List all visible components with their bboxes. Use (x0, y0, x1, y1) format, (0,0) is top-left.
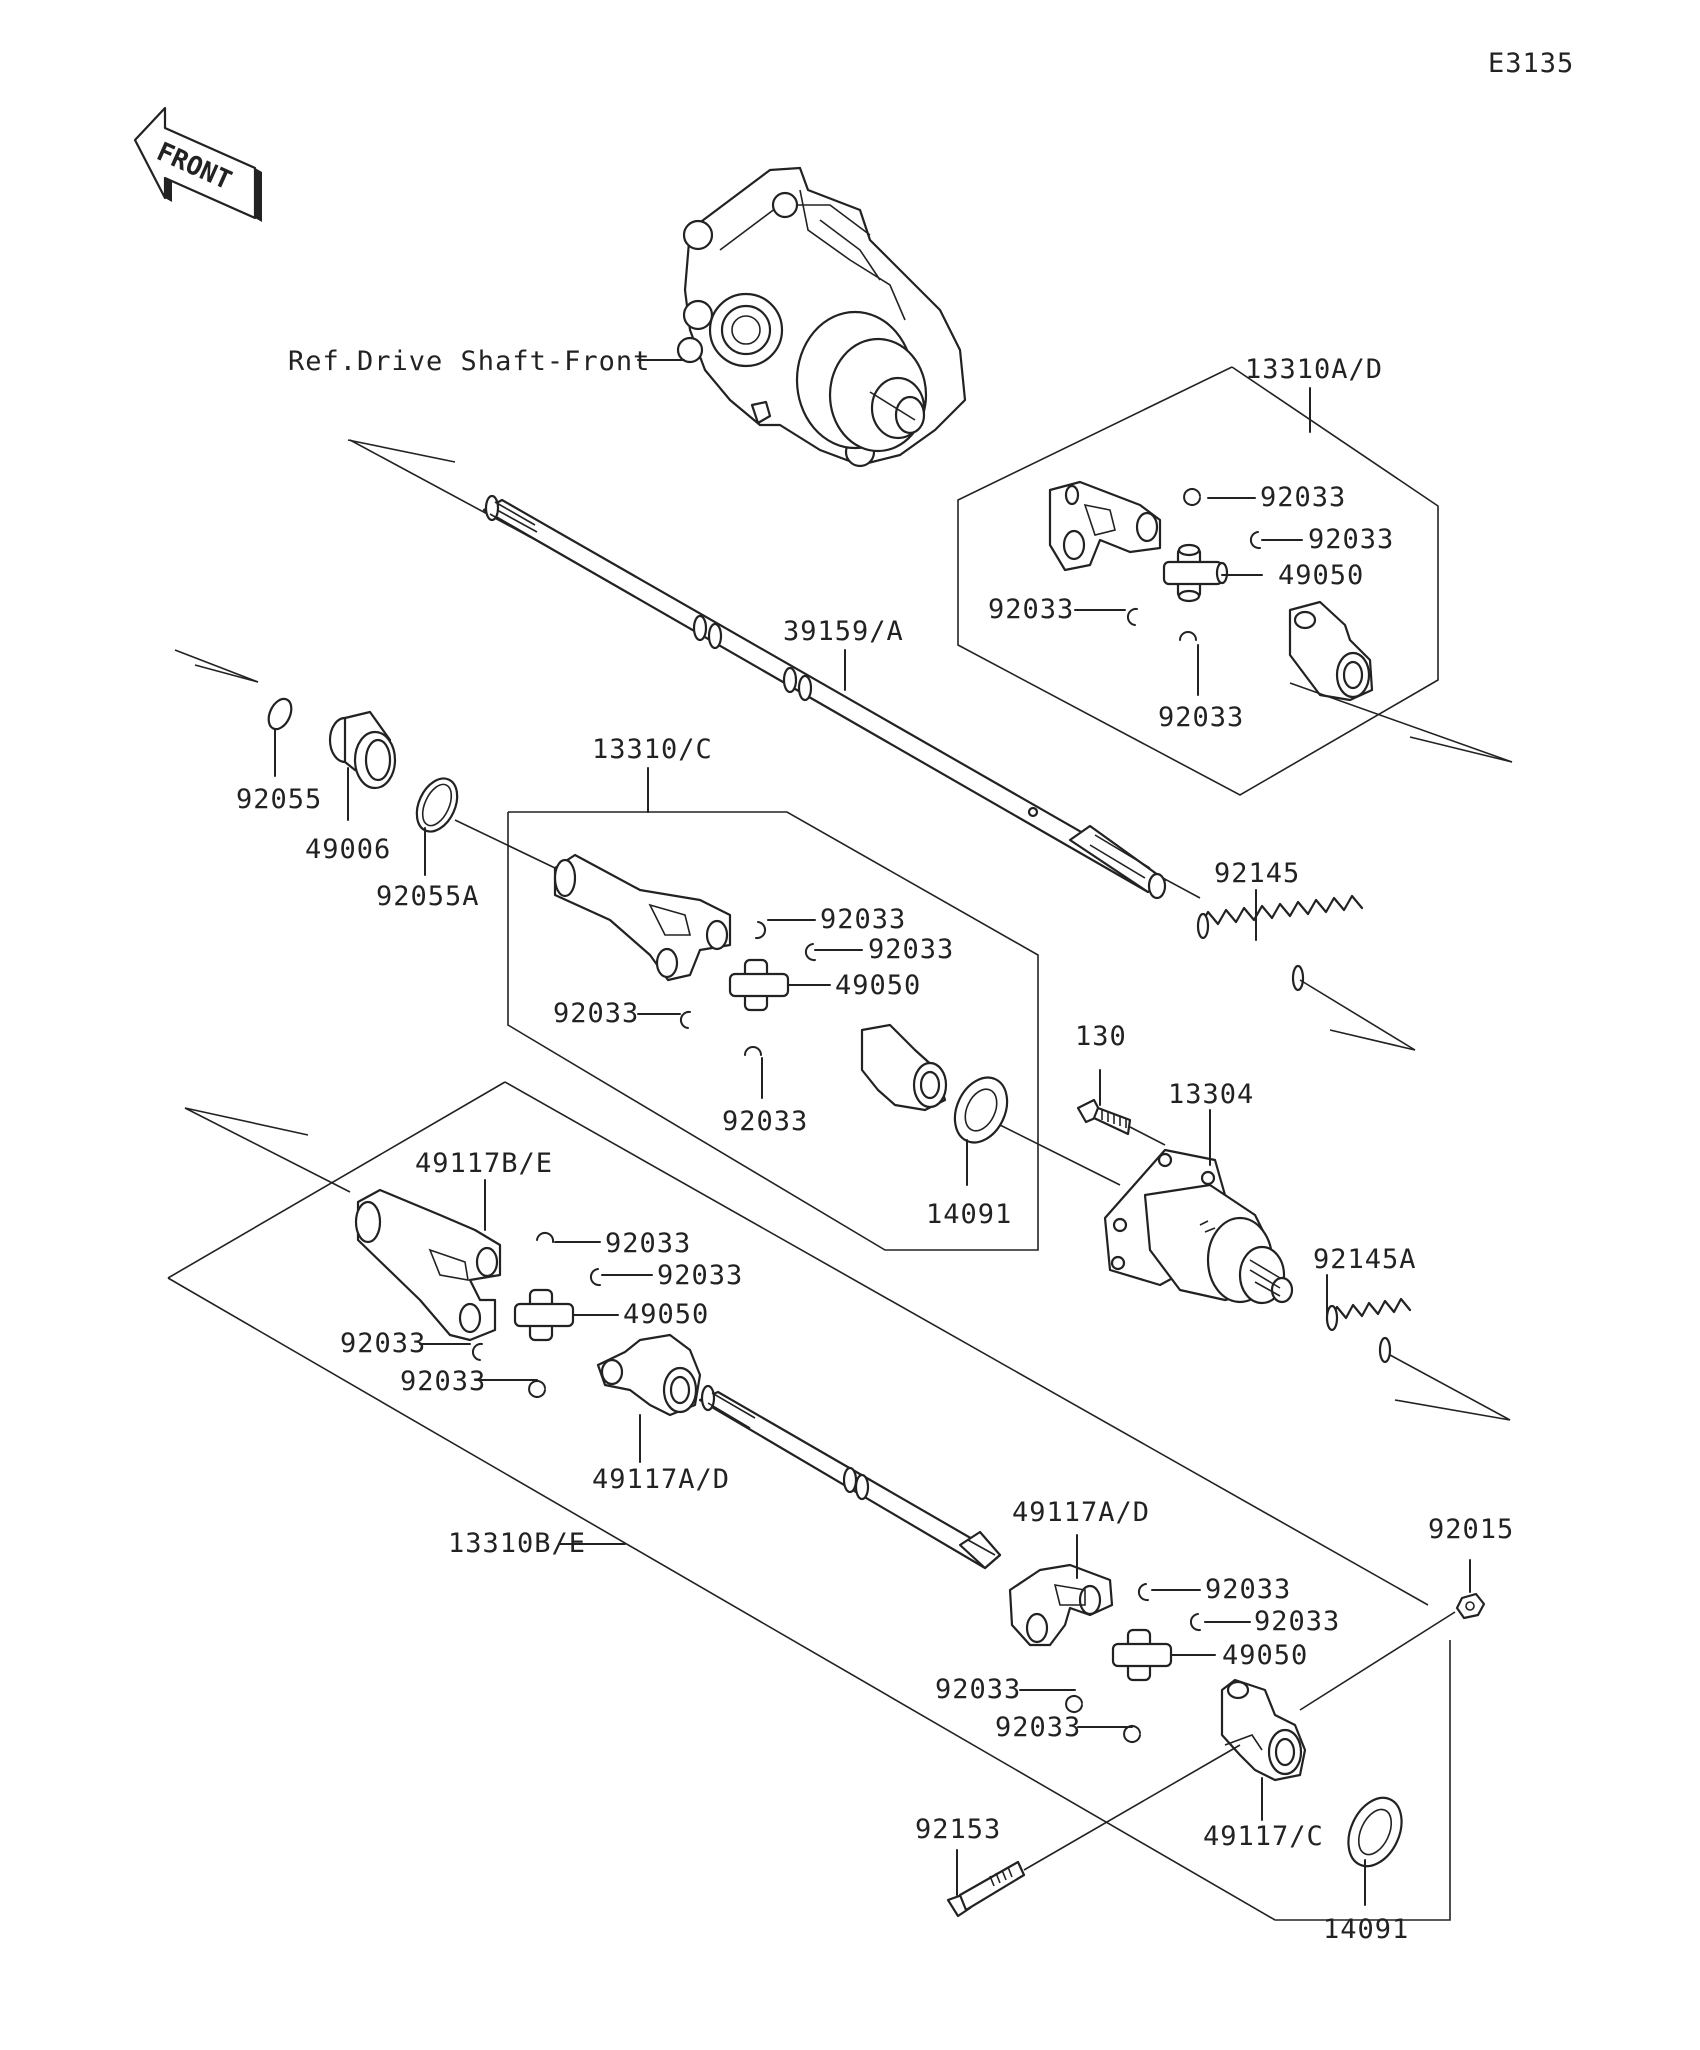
front-arrow-icon: FRONT (133, 106, 262, 222)
callout-92033-d2: 92033 (1254, 1606, 1340, 1637)
callout-92033-a4: 92033 (1158, 702, 1244, 733)
callout-92033-b3: 92033 (340, 1328, 426, 1359)
callout-92033-d4: 92033 (995, 1712, 1081, 1743)
callout-92153: 92153 (915, 1814, 1001, 1845)
bolt-92153 (946, 1860, 1026, 1918)
middle-yoke-right (860, 1023, 948, 1112)
diagram-id: E3135 (1488, 48, 1574, 79)
callout-13310b-e: 13310B/E (448, 1528, 586, 1559)
callout-13310a-d: 13310A/D (1245, 354, 1383, 385)
upper-yoke-right (1288, 600, 1374, 702)
bolt-130 (1076, 1098, 1132, 1136)
lower-yoke-49117be (354, 1188, 502, 1342)
callout-92015: 92015 (1428, 1514, 1514, 1545)
callout-92033-c3: 92033 (553, 998, 639, 1029)
callout-92033-d1: 92033 (1205, 1574, 1291, 1605)
middle-yoke-left (553, 853, 732, 982)
lower-yoke-49117ad-2 (1008, 1563, 1114, 1647)
callout-49117a-d-2: 49117A/D (1012, 1497, 1150, 1528)
spring-92145a (1325, 1297, 1412, 1364)
callout-92033-c2: 92033 (868, 934, 954, 965)
nut-92015 (1455, 1592, 1486, 1620)
spring-92145 (1196, 894, 1364, 992)
callout-92033-c1: 92033 (820, 904, 906, 935)
ref-drive-shaft-label: Ref.Drive Shaft-Front (288, 346, 650, 377)
callout-92033-a3: 92033 (988, 594, 1074, 625)
callout-49050-d: 49050 (1222, 1640, 1308, 1671)
callout-49050-c: 49050 (835, 970, 921, 1001)
callout-92033-b4: 92033 (400, 1366, 486, 1397)
front-final-gear-case (676, 166, 967, 468)
upper-cross-spider (1162, 543, 1229, 603)
callout-92055: 92055 (236, 784, 322, 815)
callout-92033-a2: 92033 (1308, 524, 1394, 555)
callout-14091-c: 14091 (926, 1199, 1012, 1230)
callout-92033-a1: 92033 (1260, 482, 1346, 513)
callout-49117a-d-1: 49117A/D (592, 1464, 730, 1495)
callout-49117-c: 49117/C (1203, 1821, 1324, 1852)
callout-13310-c: 13310/C (592, 734, 713, 765)
callout-49050-a: 49050 (1278, 560, 1364, 591)
drive-shaft-39159 (482, 494, 1167, 900)
propeller-shaft-joint-13304 (1103, 1148, 1294, 1305)
callout-92145: 92145 (1214, 858, 1300, 889)
callout-39159-a: 39159/A (783, 616, 904, 647)
lower-drive-shaft (698, 1384, 1002, 1570)
bearing-49006 (328, 710, 397, 790)
callout-92033-c4: 92033 (722, 1106, 808, 1137)
callout-49117b-e: 49117B/E (415, 1148, 553, 1179)
upper-yoke-left (1048, 480, 1162, 572)
callout-13304: 13304 (1168, 1079, 1254, 1110)
callout-14091-d: 14091 (1323, 1914, 1409, 1945)
yoke-49117c (1220, 1678, 1307, 1782)
lower-cross-spider-1 (513, 1288, 575, 1342)
middle-cross-spider (728, 958, 790, 1012)
callout-49050-b: 49050 (623, 1299, 709, 1330)
callout-130: 130 (1075, 1021, 1127, 1052)
callout-92033-b1: 92033 (605, 1228, 691, 1259)
callout-92145a: 92145A (1313, 1244, 1417, 1275)
callout-92055a: 92055A (376, 881, 480, 912)
callout-92033-d3: 92033 (935, 1674, 1021, 1705)
lower-yoke-49117ad-1 (596, 1333, 702, 1417)
callout-49006: 49006 (305, 834, 391, 865)
lower-cross-spider-2 (1111, 1628, 1173, 1682)
callout-92033-b2: 92033 (657, 1260, 743, 1291)
